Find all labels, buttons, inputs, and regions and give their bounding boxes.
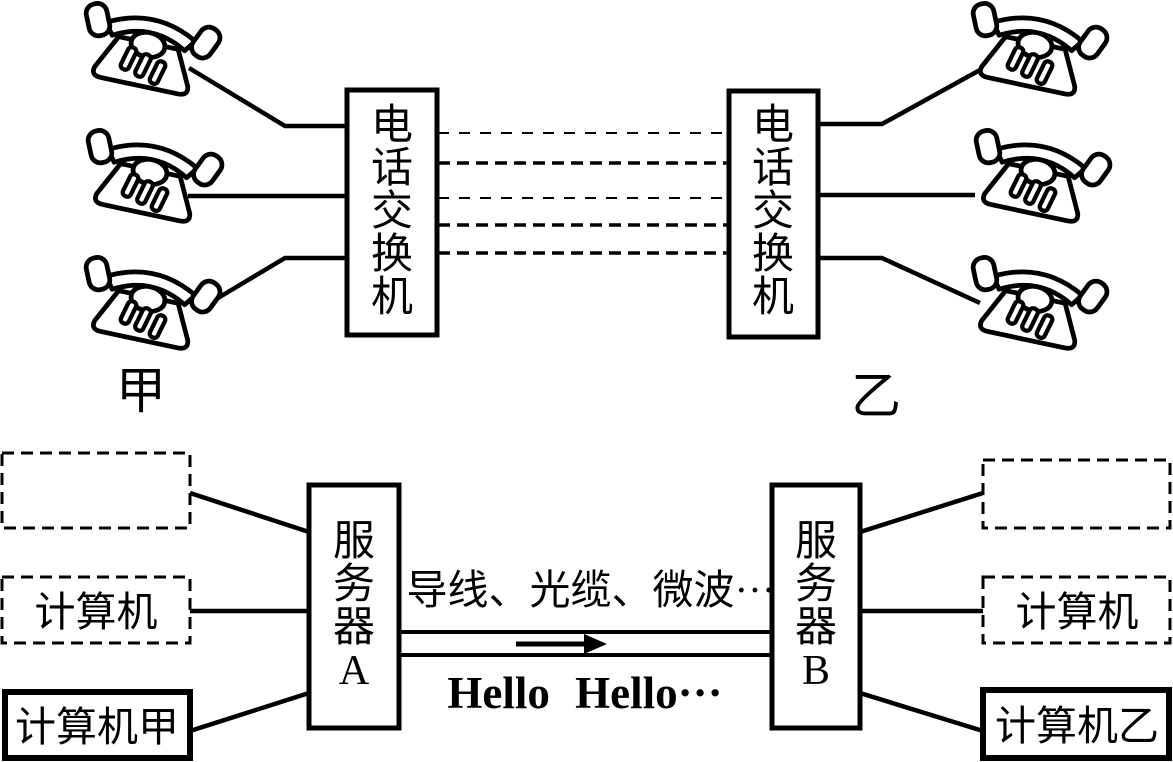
right-exchange-label: 电 话 交 换 机: [752, 103, 794, 321]
exchange-label-char: 换: [752, 232, 794, 278]
server-label-char: 器: [333, 605, 375, 651]
telephone-icon: [71, 252, 226, 355]
terminal-box-computer-jia: [2, 689, 193, 761]
subscriber-line: [818, 255, 981, 306]
server-label-char: 服: [795, 519, 837, 565]
server-a-box: [306, 482, 402, 731]
exchange-label-char: 电: [752, 103, 794, 149]
medium-label: 导线、光缆、微波···: [407, 567, 776, 613]
trunk-dashed-lines: [438, 132, 729, 255]
terminal-link-line: [189, 690, 310, 734]
left-exchange-box: [344, 87, 440, 338]
server-label-char: 服: [333, 519, 375, 565]
terminal-label: 计算机乙: [995, 703, 1159, 749]
subscriber-line: [187, 66, 347, 129]
server-label-char: 务: [795, 562, 837, 608]
subscriber-line: [211, 255, 347, 303]
terminal-label: 计算机: [1016, 589, 1139, 635]
right-exchange-box: [726, 88, 821, 340]
exchange-label-char: 机: [371, 275, 413, 321]
server-b-box: [769, 482, 863, 731]
left-terminal-links: [189, 490, 310, 734]
telephone-icon: [961, 125, 1116, 228]
server-label-char: 务: [333, 562, 375, 608]
terminal-label: 计算机: [35, 589, 158, 635]
server-label-char: B: [802, 648, 830, 694]
group-label-jia: 甲: [116, 363, 166, 419]
telephone-icon: [958, 252, 1113, 355]
terminal-label: 计算机甲: [15, 704, 179, 750]
terminal-box-empty-right: [981, 458, 1172, 530]
terminal-box-computer-left: [0, 575, 192, 645]
terminal-link-line: [859, 690, 984, 734]
server-label-char: 器: [795, 605, 837, 651]
left-exchange-label: 电 话 交 换 机: [371, 103, 413, 321]
terminal-link-line: [189, 490, 310, 535]
exchange-label-char: 电: [371, 103, 413, 149]
exchange-label-char: 话: [752, 146, 794, 192]
transmission-line: [399, 630, 772, 657]
telephone-icon: [73, 125, 228, 228]
message-label: Hello Hello···: [447, 668, 722, 718]
right-subscriber-lines: [818, 68, 982, 306]
terminal-link-line: [859, 490, 984, 535]
exchange-label-char: 机: [752, 275, 794, 321]
telephone-icon: [71, 0, 226, 101]
transmission-arrow-head: [584, 634, 607, 654]
right-terminal-links: [859, 490, 984, 734]
exchange-label-char: 换: [371, 232, 413, 278]
exchange-label-char: 交: [752, 188, 794, 235]
server-b-label: 服 务 器 B: [795, 519, 837, 694]
terminal-box-computer-yi: [980, 687, 1172, 761]
terminal-box-empty-left: [0, 451, 192, 530]
group-label-yi: 乙: [851, 368, 901, 424]
subscriber-line: [818, 68, 982, 127]
telephone-icon: [958, 0, 1113, 101]
terminal-box-computer-right: [981, 575, 1172, 645]
server-a-label: 服 务 器 A: [333, 519, 375, 694]
left-subscriber-lines: [187, 66, 347, 303]
server-label-char: A: [339, 648, 370, 694]
exchange-label-char: 话: [371, 146, 413, 192]
exchange-label-char: 交: [371, 188, 413, 235]
